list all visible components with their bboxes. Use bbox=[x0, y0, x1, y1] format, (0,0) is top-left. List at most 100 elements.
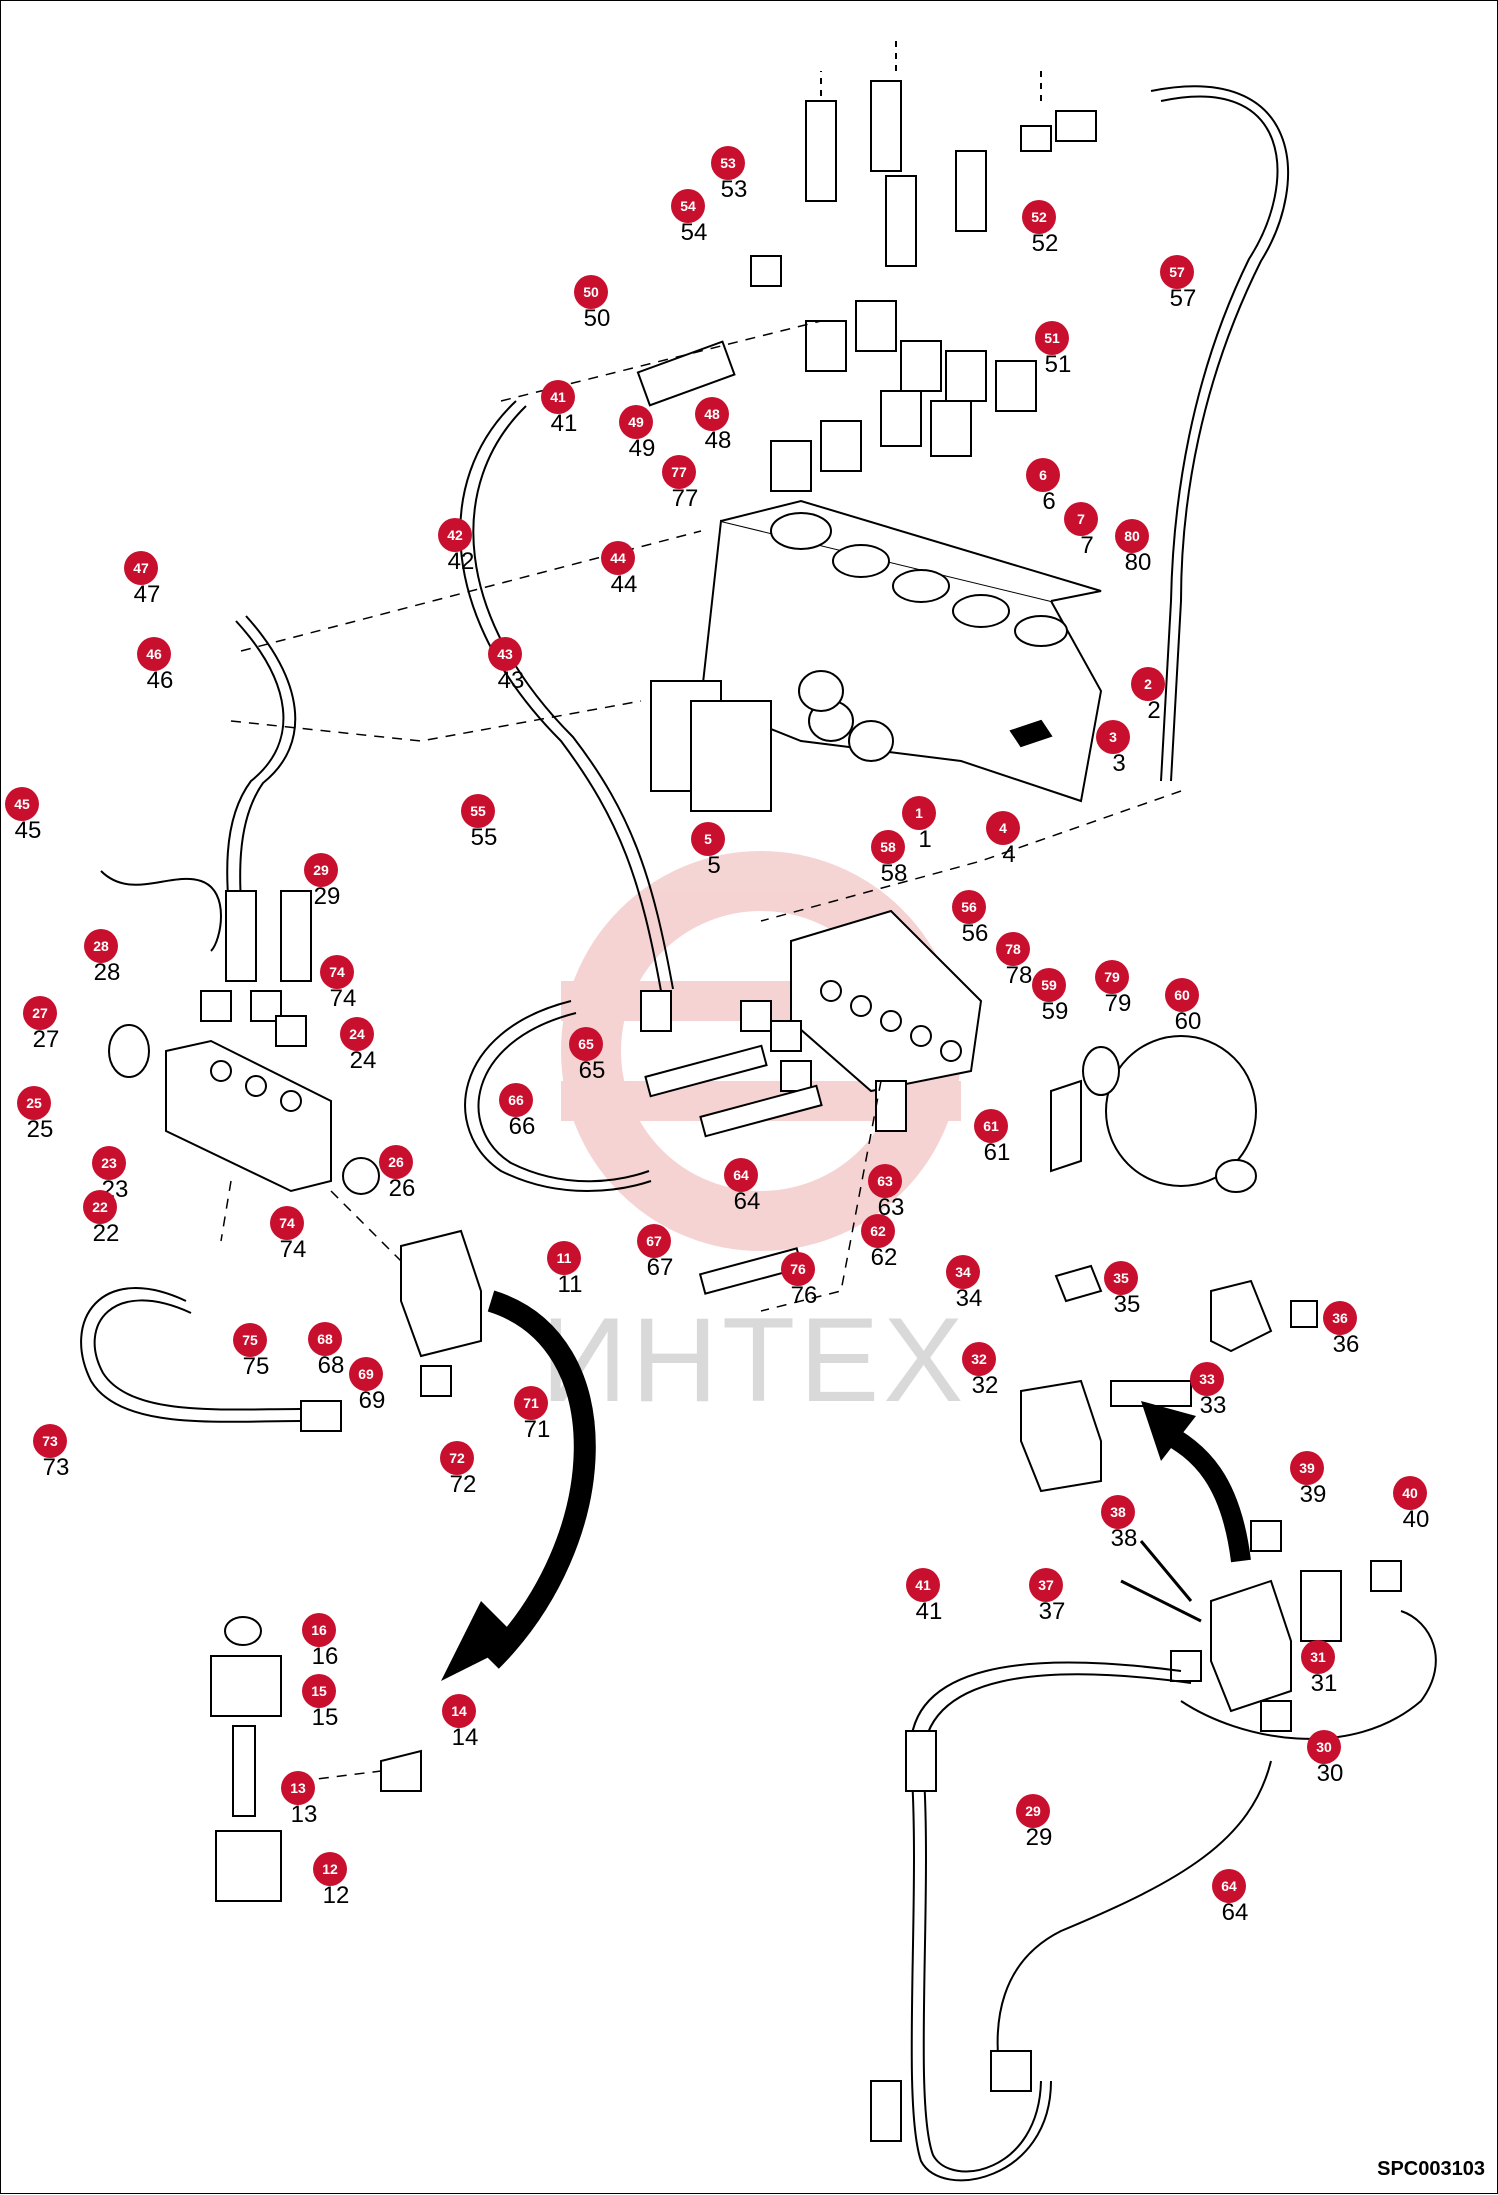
callout-badge bbox=[233, 1323, 267, 1357]
callout-badge-number: 51 bbox=[1044, 330, 1060, 346]
callout-badge-number: 67 bbox=[646, 1233, 662, 1249]
callout-label: 38 bbox=[1111, 1525, 1138, 1552]
callout-label: 52 bbox=[1032, 230, 1059, 257]
callout-badge-number: 5 bbox=[704, 831, 712, 847]
callout-label: 37 bbox=[1039, 1598, 1066, 1625]
callout-badge-number: 37 bbox=[1038, 1577, 1054, 1593]
callout-badge bbox=[302, 1674, 336, 1708]
callout-label: 27 bbox=[33, 1026, 60, 1053]
callout-2: 22 bbox=[1131, 667, 1165, 724]
callout-badge-number: 38 bbox=[1110, 1504, 1126, 1520]
callout-badge-number: 32 bbox=[971, 1351, 987, 1367]
accumulator-60 bbox=[1082, 1035, 1257, 1193]
callout-badge-number: 13 bbox=[290, 1780, 306, 1796]
callout-badge bbox=[320, 955, 354, 989]
callout-badge-number: 71 bbox=[523, 1395, 539, 1411]
callout-badge bbox=[569, 1027, 603, 1061]
callout-badge-number: 79 bbox=[1104, 969, 1120, 985]
callout-label: 62 bbox=[871, 1244, 898, 1271]
manifold-23 bbox=[108, 890, 380, 1195]
callout-badge bbox=[313, 1852, 347, 1886]
callout-label: 25 bbox=[27, 1116, 54, 1143]
callout-badge-number: 7 bbox=[1077, 511, 1085, 527]
callout-badge bbox=[574, 275, 608, 309]
callout-badge-number: 23 bbox=[101, 1155, 117, 1171]
callout-badge bbox=[1022, 200, 1056, 234]
callout-badge bbox=[871, 830, 905, 864]
callout-badge bbox=[1160, 255, 1194, 289]
callout-badge bbox=[1096, 720, 1130, 754]
callout-badge bbox=[124, 551, 158, 585]
callout-1: 11 bbox=[902, 796, 936, 853]
callout-label: 28 bbox=[94, 959, 121, 986]
callout-badge-number: 54 bbox=[680, 198, 696, 214]
callout-badge-number: 11 bbox=[557, 1250, 572, 1266]
callout-label: 34 bbox=[956, 1285, 983, 1312]
callout-label: 40 bbox=[1403, 1506, 1430, 1533]
callout-label: 69 bbox=[359, 1387, 386, 1414]
callout-label: 67 bbox=[647, 1254, 674, 1281]
callout-badge-number: 12 bbox=[322, 1861, 338, 1877]
callout-badge-number: 24 bbox=[349, 1026, 365, 1042]
callout-badge bbox=[1393, 1476, 1427, 1510]
callout-label: 73 bbox=[43, 1454, 70, 1481]
callout-7: 77 bbox=[1064, 502, 1098, 559]
callout-6: 66 bbox=[1026, 458, 1060, 515]
callout-badge bbox=[442, 1694, 476, 1728]
callout-badge bbox=[781, 1252, 815, 1286]
hose-66 bbox=[464, 1000, 652, 1192]
callout-badge-number: 62 bbox=[870, 1223, 886, 1239]
callout-label: 16 bbox=[312, 1643, 339, 1670]
callout-badge-number: 52 bbox=[1031, 209, 1047, 225]
valve-block-11 bbox=[400, 1229, 482, 1397]
callout-badge-number: 31 bbox=[1310, 1649, 1326, 1665]
callout-label: 51 bbox=[1045, 351, 1072, 378]
callout-label: 30 bbox=[1317, 1760, 1344, 1787]
hose-55 bbox=[459, 400, 674, 1032]
callout-label: 39 bbox=[1300, 1481, 1327, 1508]
callout-badge-number: 59 bbox=[1041, 977, 1057, 993]
callout-badge bbox=[1032, 968, 1066, 1002]
callout-badge bbox=[461, 794, 495, 828]
direction-arrowhead-2 bbox=[1141, 1401, 1196, 1461]
callout-badge-number: 43 bbox=[497, 646, 513, 662]
callout-badge bbox=[619, 405, 653, 439]
callout-badge bbox=[1131, 667, 1165, 701]
callout-badge bbox=[711, 146, 745, 180]
callout-badge-number: 26 bbox=[388, 1154, 404, 1170]
callout-badge-number: 60 bbox=[1174, 987, 1190, 1003]
callout-label: 61 bbox=[984, 1139, 1011, 1166]
callout-label: 77 bbox=[672, 485, 699, 512]
callout-badge bbox=[137, 637, 171, 671]
callout-label: 64 bbox=[734, 1188, 761, 1215]
hose-29-64-right bbox=[870, 1610, 1437, 2182]
callout-label: 49 bbox=[629, 435, 656, 462]
callout-badge-number: 33 bbox=[1199, 1371, 1215, 1387]
direction-arrowhead bbox=[441, 1601, 521, 1681]
callout-badge bbox=[1104, 1261, 1138, 1295]
callout-badge bbox=[488, 637, 522, 671]
callout-badge bbox=[724, 1158, 758, 1192]
callout-badge-number: 42 bbox=[447, 527, 463, 543]
callout-label: 13 bbox=[291, 1801, 318, 1828]
callout-badge-number: 44 bbox=[610, 550, 626, 566]
drawing-code: SPC003103 bbox=[1377, 2158, 1485, 2180]
callout-badge bbox=[662, 455, 696, 489]
callout-label: 36 bbox=[1333, 1331, 1360, 1358]
